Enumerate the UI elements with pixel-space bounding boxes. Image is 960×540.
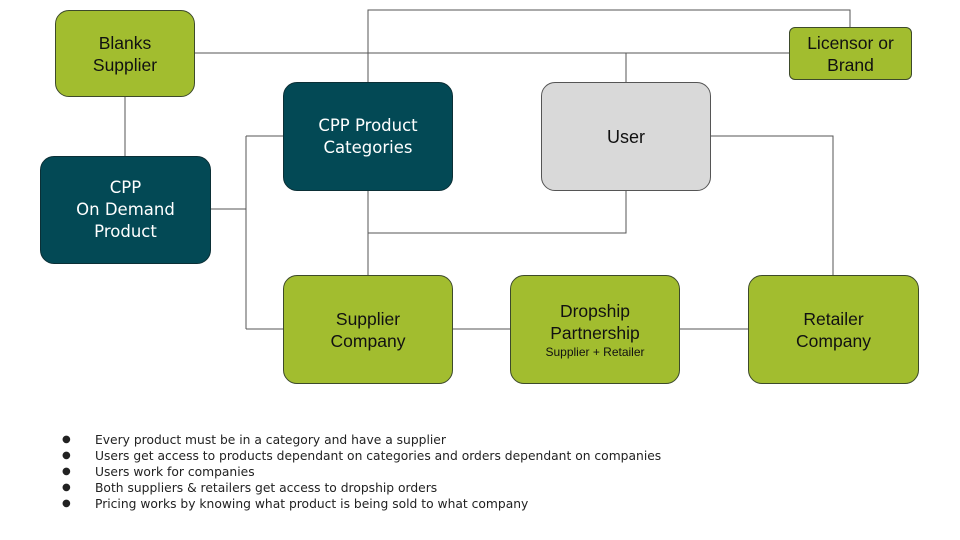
node-dropship-partnership: Dropship Partnership Supplier + Retailer [510,275,680,384]
node-label-line: Categories [323,137,413,157]
node-sublabel: Supplier + Retailer [545,344,645,359]
node-label-line: Company [330,330,406,351]
node-label-line: User [606,126,645,147]
node-label-line: Blanks [98,32,152,53]
note-text: Every product must be in a category and … [95,433,446,447]
node-label-line: Licensor or [807,32,894,53]
note-text: Users work for companies [95,465,255,479]
node-label-line: Dropship [559,300,631,321]
list-item: ● Every product must be in a category and… [60,432,661,448]
node-label-line: Product [94,222,157,241]
list-item: ● Pricing works by knowing what product i… [60,496,661,512]
bullet-icon: ● [62,450,71,461]
list-item: ● Users get access to products dependant … [60,448,661,464]
node-cpp-product-categories: CPP Product Categories [283,82,453,191]
list-item: ● Both suppliers & retailers get access t… [60,480,661,496]
bullet-icon: ● [62,498,71,509]
node-label-line: Brand [827,54,874,75]
connector-categories-licensor-top [367,9,851,83]
node-label-line: Supplier [92,54,158,75]
node-label-line: CPP Product [318,115,418,135]
bullet-icon: ● [62,482,71,493]
node-label-line: On Demand [76,200,175,219]
node-supplier-company: Supplier Company [283,275,453,384]
connector-user-retailer [711,135,834,276]
bullet-icon: ● [62,434,71,445]
node-label-line: Company [796,330,871,351]
node-label-line: CPP [109,178,142,197]
node-label-line: Supplier [335,308,401,329]
note-text: Pricing works by knowing what product is… [95,497,529,511]
node-cpp-on-demand-product: CPP On Demand Product [40,156,211,264]
node-label-line: Partnership [550,322,640,343]
list-item: ● Users work for companies [60,464,661,480]
bullet-icon: ● [62,466,71,477]
node-label-line: Retailer [803,308,864,329]
node-blanks-supplier: Blanks Supplier [55,10,195,97]
node-user: User [541,82,711,191]
node-retailer-company: Retailer Company [748,275,919,384]
note-text: Users get access to products dependant o… [95,449,662,463]
note-text: Both suppliers & retailers get access to… [95,481,438,495]
notes-list: ● Every product must be in a category and… [60,432,661,512]
connector-user-mid [368,190,627,234]
node-licensor-or-brand: Licensor or Brand [789,27,912,80]
